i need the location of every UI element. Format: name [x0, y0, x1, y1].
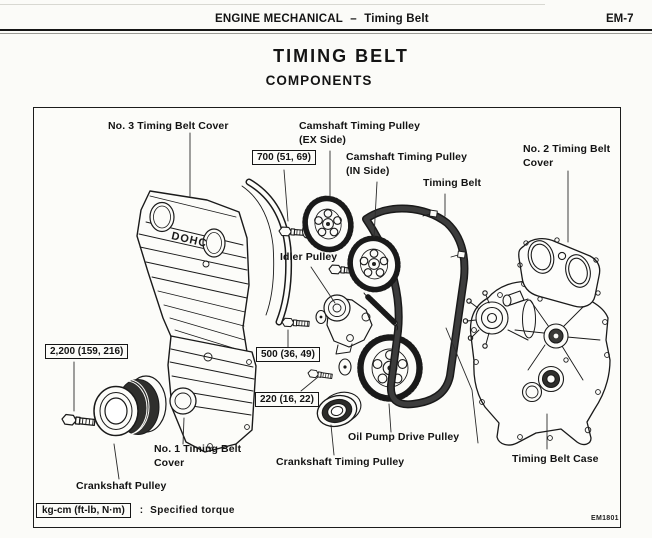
washer-drawing — [338, 358, 352, 376]
crankshaft-pulley-bolt-drawing — [60, 413, 96, 428]
label-text: Crankshaft Timing Pulley — [276, 456, 405, 468]
water-pump-drawing — [462, 290, 536, 349]
torque-spec-oil-pump-bolt: 220 (16, 22) — [255, 392, 319, 407]
legend-colon: : — [139, 505, 144, 516]
label-timing-belt-case: Timing Belt Case — [512, 453, 599, 467]
timing-belt-drawing — [362, 204, 469, 409]
label-text: Cover — [154, 456, 185, 469]
label-timing-belt: Timing Belt — [423, 177, 481, 191]
camshaft-timing-pulley-in-drawing — [328, 235, 401, 293]
label-crankshaft-timing-pulley: Crankshaft Timing Pulley — [276, 456, 404, 470]
label-text: Oil Pump Drive Pulley — [348, 431, 460, 443]
no2-timing-belt-cover-drawing — [517, 237, 601, 308]
torque-spec-idler-bolt: 500 (36, 49) — [256, 347, 320, 362]
torque-legend: kg-cm (ft-lb, N·m) : Specified torque — [36, 503, 235, 518]
leader-lines — [73, 132, 569, 480]
header-rule-shadow — [0, 33, 652, 34]
page-title: TIMING BELT — [273, 46, 409, 66]
crankshaft-pulley-drawing — [93, 375, 167, 437]
label-text: (EX Side) — [299, 133, 346, 146]
label-text: No. 1 Timing Belt — [154, 443, 242, 455]
timing-belt-case-drawing — [462, 280, 611, 446]
label-no1-timing-belt-cover: No. 1 Timing Belt Cover — [154, 443, 241, 470]
label-camshaft-timing-pulley-in: Camshaft Timing Pulley (IN Side) — [346, 151, 467, 178]
tension-spring-drawing — [363, 292, 399, 331]
torque-spec-camshaft-bolt: 700 (51, 69) — [252, 150, 316, 165]
breadcrumb-section: ENGINE MECHANICAL — [215, 13, 343, 25]
label-text: (IN Side) — [346, 164, 390, 177]
label-text: Cover — [523, 156, 554, 169]
cover-edge-strips — [241, 178, 293, 326]
label-text: Camshaft Timing Pulley — [299, 120, 421, 132]
label-text: No. 3 Timing Belt Cover — [108, 120, 229, 132]
label-text: Timing Belt Case — [512, 453, 599, 465]
breadcrumb-subsection: Timing Belt — [364, 13, 429, 25]
label-text: Timing Belt — [423, 177, 482, 189]
page-top-scan-line — [0, 4, 545, 5]
legend-note: Specified torque — [150, 505, 235, 516]
torque-spec-crankshaft-bolt: 2,200 (159, 216) — [45, 344, 129, 359]
page-subtitle: COMPONENTS — [265, 73, 373, 88]
idler-pulley-drawing — [281, 294, 373, 355]
label-text: Crankshaft Pulley — [76, 480, 167, 492]
breadcrumb: ENGINE MECHANICAL – Timing Belt — [215, 13, 429, 25]
label-no2-timing-belt-cover: No. 2 Timing Belt Cover — [523, 143, 610, 170]
camshaft-timing-pulley-ex-drawing — [278, 195, 354, 253]
label-text: Camshaft Timing Pulley — [346, 151, 468, 163]
no3-timing-belt-cover-drawing: DOHC — [136, 190, 250, 361]
label-no3-timing-belt-cover: No. 3 Timing Belt Cover — [108, 120, 229, 134]
label-idler-pulley: Idler Pulley — [280, 251, 337, 265]
page-number: EM-7 — [606, 13, 634, 25]
label-text: Idler Pulley — [280, 251, 338, 263]
oil-pump-pulley-bolt-drawing — [307, 368, 333, 381]
label-text: No. 2 Timing Belt — [523, 143, 611, 155]
crankshaft-timing-pulley-drawing — [316, 391, 362, 428]
header-rule — [0, 29, 652, 31]
breadcrumb-separator: – — [350, 13, 357, 25]
legend-units-box: kg-cm (ft-lb, N·m) — [36, 503, 131, 518]
label-oil-pump-drive-pulley: Oil Pump Drive Pulley — [348, 431, 459, 445]
label-camshaft-timing-pulley-ex: Camshaft Timing Pulley (EX Side) — [299, 120, 420, 147]
small-stud-bolts — [422, 209, 466, 259]
no1-timing-belt-cover-drawing — [167, 335, 257, 453]
label-crankshaft-pulley: Crankshaft Pulley — [76, 480, 166, 494]
figure-code: EM1801 — [591, 515, 619, 522]
